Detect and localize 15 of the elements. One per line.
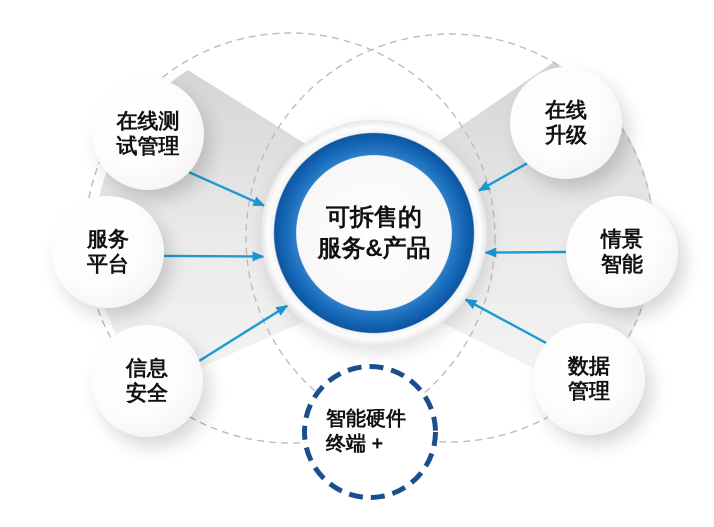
circle-label: 服务平台 <box>86 227 130 277</box>
arrow <box>198 304 288 362</box>
arrow <box>164 251 264 262</box>
arrow <box>188 171 266 207</box>
circle-label: 数据管理 <box>566 354 611 404</box>
circle-label: 可拆售的服务&产品 <box>316 203 432 264</box>
circle-label: 信息安全 <box>124 356 169 406</box>
arrow <box>484 248 566 258</box>
circle-label: 智能硬件终端 + <box>326 407 407 457</box>
circle-label: 在线测试管理 <box>115 109 180 159</box>
circle-label: 在线升级 <box>544 98 588 148</box>
arrow <box>478 162 528 192</box>
arrow <box>464 298 547 344</box>
dashed-circle <box>302 364 438 500</box>
circle-label: 情景智能 <box>599 227 644 277</box>
